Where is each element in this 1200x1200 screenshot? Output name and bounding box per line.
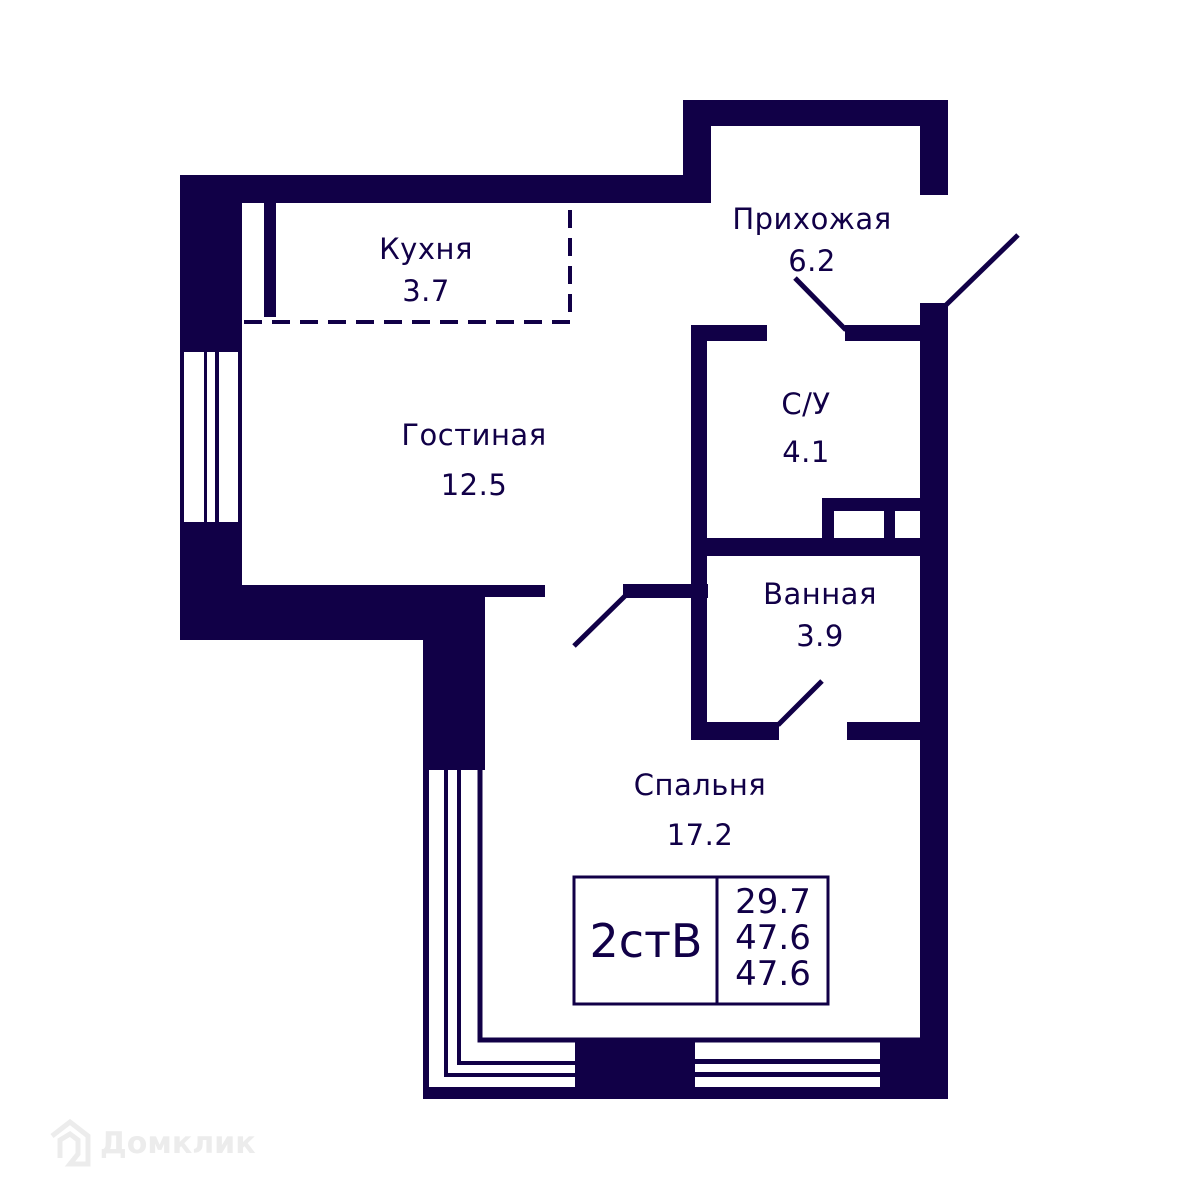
wall-bedroom-left-pillar [423, 585, 485, 770]
room-kitchen: Кухня 3.7 [346, 228, 506, 312]
kitchen-zone-boundary [244, 203, 572, 324]
wc-fixture-2 [895, 511, 920, 538]
wall-top-hall [683, 100, 948, 126]
unit-info-box [572, 875, 830, 1006]
kitchen-niche-lower [242, 262, 264, 292]
room-wc: С/У 4.1 [736, 380, 876, 476]
wall-wc-bath-divider [691, 538, 926, 556]
wall-bath-bottom-left [691, 722, 779, 740]
wall-cutout [485, 597, 545, 642]
wall-hall-right-upper [920, 100, 948, 195]
door-bath-swing [776, 679, 824, 727]
wall-wc-top-left [691, 325, 767, 341]
watermark-text: Домклик [100, 1125, 256, 1161]
room-name: С/У [781, 387, 831, 421]
room-area: 6.2 [788, 244, 836, 278]
window-living-pane-1 [184, 352, 204, 522]
balcony-rail-1 [444, 770, 575, 1077]
room-name: Кухня [379, 232, 473, 266]
room-name: Спальня [633, 768, 767, 802]
balcony-frame-left [423, 770, 429, 1095]
door-entrance-swing [943, 233, 1020, 308]
wc-fixture-1 [834, 511, 884, 538]
domclick-watermark: Домклик [48, 1118, 256, 1168]
door-wc-swing [793, 276, 848, 332]
unit-code: 2стВ [589, 914, 703, 968]
kitchen-niche-wall [264, 203, 276, 317]
wall-right [920, 303, 948, 1098]
room-living: Гостиная 12.5 [374, 410, 574, 510]
balcony-rail-2 [457, 770, 575, 1065]
room-bedroom: Спальня 17.2 [600, 760, 800, 860]
wall-bath-bottom-right [847, 722, 925, 740]
room-area: 3.7 [402, 274, 450, 308]
room-name: Ванная [763, 577, 877, 611]
room-name: Прихожая [732, 202, 892, 236]
room-area: 3.9 [796, 619, 844, 653]
total-area: 47.6 [735, 918, 811, 958]
room-area: 12.5 [440, 468, 508, 502]
room-hallway: Прихожая 6.2 [712, 198, 912, 282]
kitchen-niche-upper [242, 203, 264, 251]
bedroom-inner-wall [477, 770, 920, 1043]
room-area: 17.2 [666, 818, 734, 852]
wall-bottom-pillar [575, 1040, 695, 1095]
wall-wc-top-right [845, 325, 925, 341]
wall-bottom-right-pillar [880, 1040, 925, 1095]
wall-living-door-right [623, 584, 708, 598]
unit-areas: 29.7 47.6 47.6 [718, 884, 828, 992]
window-bottom-sash-2 [695, 1072, 880, 1077]
window-living-pane-2 [207, 352, 215, 522]
window-living-pane-3 [219, 352, 238, 522]
room-area: 4.1 [782, 435, 830, 469]
house-logo-icon [50, 1118, 91, 1167]
room-bathroom: Ванная 3.9 [740, 573, 900, 657]
living-area: 29.7 [735, 882, 811, 922]
total-area-with-balcony: 47.6 [735, 954, 811, 994]
wall-wc-left [691, 325, 707, 740]
wall-top-kitchen [180, 175, 710, 203]
door-living-swing [572, 594, 627, 648]
window-bottom-sash-1 [695, 1059, 880, 1064]
room-name: Гостиная [401, 418, 547, 452]
